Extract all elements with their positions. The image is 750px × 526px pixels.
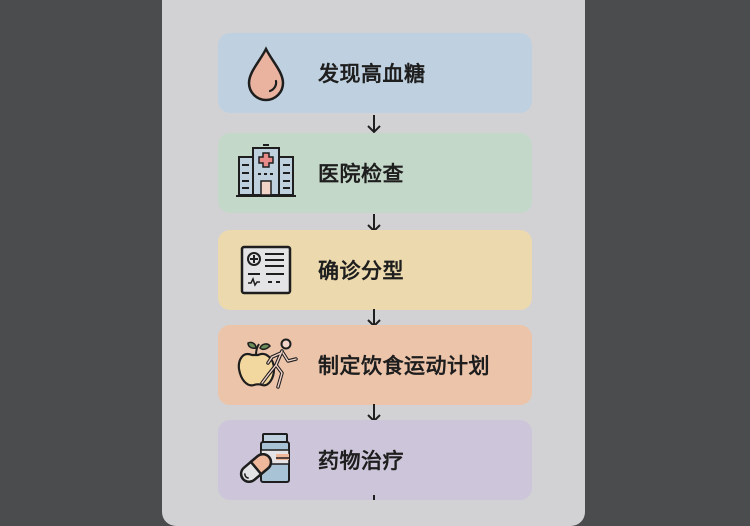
step-diet-exercise-plan: 制定饮食运动计划: [218, 325, 532, 405]
hospital-icon: [236, 143, 296, 203]
medical-report-icon: [236, 240, 296, 300]
step-label: 发现高血糖: [318, 62, 426, 86]
step-label: 医院检查: [318, 162, 404, 186]
apple-running-icon: [236, 335, 298, 395]
arrow-down-icon: [366, 494, 382, 500]
step-label: 药物治疗: [318, 449, 404, 473]
step-hospital-exam: 医院检查: [218, 133, 532, 213]
blood-drop-icon: [236, 43, 296, 103]
medicine-pills-icon: [236, 430, 296, 490]
step-find-high-blood-sugar: 发现高血糖: [218, 33, 532, 113]
step-label: 制定饮食运动计划: [318, 354, 490, 378]
step-label: 确诊分型: [318, 259, 404, 283]
step-medication-therapy: 药物治疗: [218, 420, 532, 500]
step-diagnosis-classification: 确诊分型: [218, 230, 532, 310]
arrow-down-icon: [366, 114, 382, 134]
